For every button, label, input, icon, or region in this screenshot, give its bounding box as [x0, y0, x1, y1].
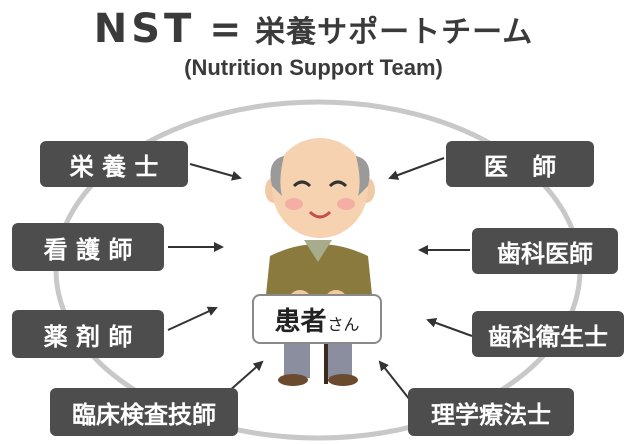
- arrow-pharmacist: [167, 306, 218, 331]
- title-japanese: 栄養サポートチーム: [255, 15, 534, 50]
- arrow-lab-tech: [227, 360, 264, 393]
- role-box-pharmacist: 薬 剤 師: [12, 310, 164, 358]
- arrow-dietitian: [189, 163, 242, 181]
- role-box-dietitian: 栄 養 士: [40, 141, 188, 187]
- patient-label-main: 患者: [274, 306, 327, 337]
- patient-label-suffix: さん: [327, 315, 360, 334]
- role-box-dentist: 歯科医師: [472, 228, 618, 274]
- arrow-therapist: [378, 360, 411, 401]
- page-title: NST = 栄養サポートチーム: [0, 6, 627, 52]
- role-box-physical-therapist: 理学療法士: [408, 388, 574, 436]
- arrows: [167, 157, 473, 401]
- role-box-lab-technician: 臨床検査技師: [50, 388, 238, 436]
- patient-illustration: [262, 138, 376, 386]
- role-box-doctor: 医 師: [446, 141, 594, 187]
- title-equals: =: [209, 7, 242, 51]
- title-abbr: NST: [93, 6, 196, 52]
- arrow-dental-hygienist: [426, 318, 473, 337]
- arrow-doctor: [388, 157, 445, 180]
- role-box-nurse: 看 護 師: [12, 223, 164, 271]
- subtitle: (Nutrition Support Team): [184, 55, 443, 80]
- patient-label: 患者さん: [252, 294, 382, 344]
- role-box-dental-hygienist: 歯科衛生士: [472, 311, 624, 357]
